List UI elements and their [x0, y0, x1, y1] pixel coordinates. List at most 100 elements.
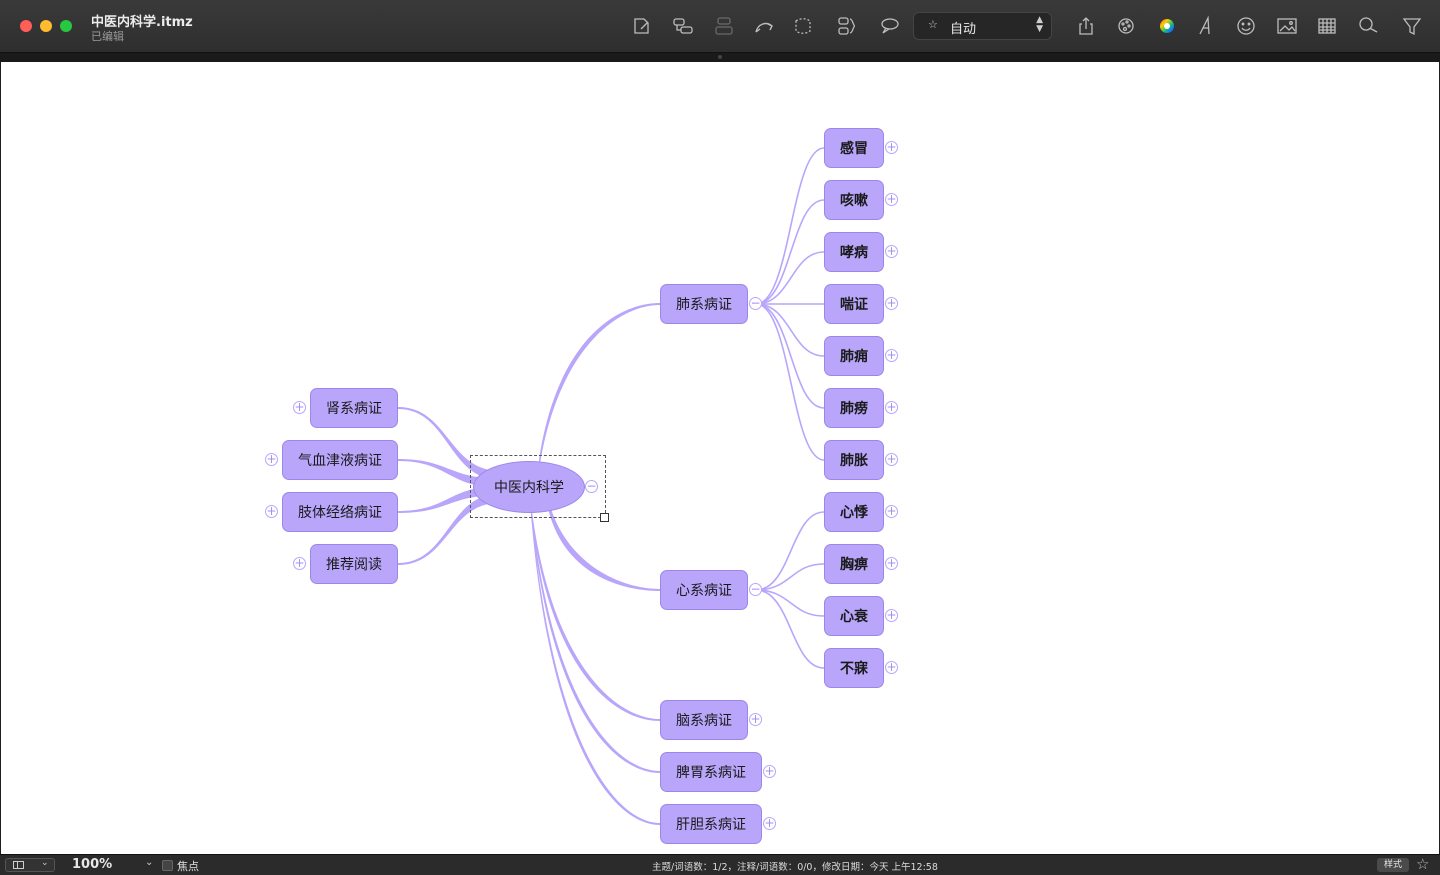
- topic-heart[interactable]: 心系病证: [660, 570, 748, 610]
- style-button[interactable]: 样式: [1377, 858, 1409, 872]
- zoom-window-button[interactable]: [60, 20, 72, 32]
- child-line: [755, 199, 825, 305]
- topic-lung-child[interactable]: 肺痨: [824, 388, 884, 428]
- topic-lung-child[interactable]: 肺胀: [824, 440, 884, 480]
- expand-toggle[interactable]: +: [885, 192, 898, 206]
- topic-qi-blood-fluid[interactable]: 气血津液病证: [282, 440, 398, 480]
- emoji-icon[interactable]: [1233, 14, 1259, 38]
- child-topic-icon[interactable]: [711, 14, 737, 38]
- expand-toggle[interactable]: +: [763, 816, 776, 830]
- sidebar-icon: [13, 861, 24, 869]
- expand-toggle[interactable]: +: [885, 296, 898, 310]
- expand-toggle[interactable]: +: [885, 244, 898, 258]
- topic-liver-gallbladder[interactable]: 肝胆系病证: [660, 804, 762, 844]
- document-title: 中医内科学.itmz: [91, 15, 193, 30]
- topic-lung-child[interactable]: 喘证: [824, 284, 884, 324]
- expand-toggle[interactable]: +: [293, 400, 306, 414]
- topic-lung-child[interactable]: 咳嗽: [824, 180, 884, 220]
- child-line: [755, 589, 825, 669]
- expand-toggle[interactable]: +: [763, 764, 776, 778]
- collapse-toggle[interactable]: −: [585, 479, 598, 493]
- branch-line: [531, 504, 660, 721]
- chevron-down-icon[interactable]: ⌄: [145, 857, 154, 868]
- document-stats: 主题/词语数：1/2，注释/词语数：0/0，修改日期：今天 上午12:58: [652, 862, 938, 873]
- expand-toggle[interactable]: +: [265, 504, 278, 518]
- mindmap-canvas[interactable]: 中医内科学 − 肺系病证 − 心系病证 − 脑系病证 + 脾胃系病证 + 肝胆系…: [1, 62, 1439, 854]
- share-icon[interactable]: [1073, 14, 1099, 38]
- child-line: [755, 147, 825, 305]
- relation-icon[interactable]: [751, 14, 777, 38]
- document-status: 已编辑: [91, 30, 124, 43]
- updown-chevron-icon: ▲▼: [1036, 15, 1043, 34]
- expand-toggle[interactable]: +: [293, 556, 306, 570]
- branch-line: [531, 504, 660, 825]
- summary-icon[interactable]: [834, 14, 860, 38]
- canvas-resize-bar[interactable]: [0, 53, 1440, 62]
- topic-heart-child[interactable]: 不寐: [824, 648, 884, 688]
- selection-frame: [470, 455, 606, 518]
- collapse-toggle[interactable]: −: [749, 582, 762, 596]
- table-icon[interactable]: [1314, 14, 1340, 38]
- boundary-icon[interactable]: [790, 14, 816, 38]
- expand-toggle[interactable]: +: [885, 660, 898, 674]
- sibling-topic-icon[interactable]: [670, 14, 696, 38]
- minimize-window-button[interactable]: [40, 20, 52, 32]
- topic-lung-child[interactable]: 肺痈: [824, 336, 884, 376]
- topic-spleen-stomach[interactable]: 脾胃系病证: [660, 752, 762, 792]
- expand-toggle[interactable]: +: [885, 608, 898, 622]
- color-wheel-icon[interactable]: [1154, 14, 1180, 38]
- expand-toggle[interactable]: +: [885, 140, 898, 154]
- branch-line: [398, 494, 499, 565]
- expand-toggle[interactable]: +: [885, 556, 898, 570]
- child-line: [755, 303, 825, 357]
- close-window-button[interactable]: [20, 20, 32, 32]
- sidebar-toggle-button[interactable]: ⌄: [5, 858, 55, 872]
- resize-handle[interactable]: [600, 513, 609, 522]
- callout-icon[interactable]: [876, 14, 902, 38]
- expand-toggle[interactable]: +: [885, 504, 898, 518]
- toolbar: 中医内科学.itmz 已编辑 ☆ 自动 ▲▼: [0, 0, 1440, 53]
- topic-heart-child[interactable]: 胸痹: [824, 544, 884, 584]
- font-icon[interactable]: [1193, 14, 1219, 38]
- topic-heart-child[interactable]: 心衰: [824, 596, 884, 636]
- star-icon: ☆: [928, 18, 938, 31]
- expand-toggle[interactable]: +: [749, 712, 762, 726]
- resize-grip: [718, 55, 722, 59]
- child-line: [755, 251, 825, 305]
- expand-toggle[interactable]: +: [885, 348, 898, 362]
- child-line: [755, 303, 825, 461]
- image-icon[interactable]: [1274, 14, 1300, 38]
- collapse-toggle[interactable]: −: [749, 296, 762, 310]
- expand-toggle[interactable]: +: [885, 452, 898, 466]
- new-topic-icon[interactable]: [629, 14, 655, 38]
- topic-heart-child[interactable]: 心悸: [824, 492, 884, 532]
- child-line: [755, 589, 825, 617]
- central-topic[interactable]: 中医内科学: [473, 461, 585, 513]
- child-line: [755, 511, 825, 591]
- star-icon[interactable]: ☆: [1416, 855, 1430, 873]
- child-line: [755, 303, 825, 409]
- branch-line: [531, 504, 660, 773]
- status-bar: ⌄ 100% ⌄ 焦点 主题/词语数：1/2，注释/词语数：0/0，修改日期：今…: [0, 854, 1440, 875]
- focus-checkbox[interactable]: [162, 860, 173, 871]
- search-icon[interactable]: [1355, 14, 1381, 38]
- branch-line: [398, 407, 499, 480]
- expand-toggle[interactable]: +: [265, 452, 278, 466]
- filter-icon[interactable]: [1399, 14, 1425, 38]
- topic-lung-child[interactable]: 哮病: [824, 232, 884, 272]
- focus-label: 焦点: [177, 860, 199, 873]
- zoom-level[interactable]: 100%: [72, 857, 113, 872]
- topic-lung[interactable]: 肺系病证: [660, 284, 748, 324]
- chevron-down-icon: ⌄: [41, 858, 49, 868]
- layout-select[interactable]: ☆ 自动 ▲▼: [913, 12, 1052, 40]
- expand-toggle[interactable]: +: [885, 400, 898, 414]
- topic-limbs-meridians[interactable]: 肢体经络病证: [282, 492, 398, 532]
- topic-lung-child[interactable]: 感冒: [824, 128, 884, 168]
- layout-select-value: 自动: [950, 22, 977, 37]
- branch-line: [549, 502, 660, 591]
- style-palette-icon[interactable]: [1113, 14, 1139, 38]
- topic-kidney[interactable]: 肾系病证: [310, 388, 398, 428]
- topic-brain[interactable]: 脑系病证: [660, 700, 748, 740]
- child-line: [755, 563, 825, 591]
- topic-recommended-reading[interactable]: 推荐阅读: [310, 544, 398, 584]
